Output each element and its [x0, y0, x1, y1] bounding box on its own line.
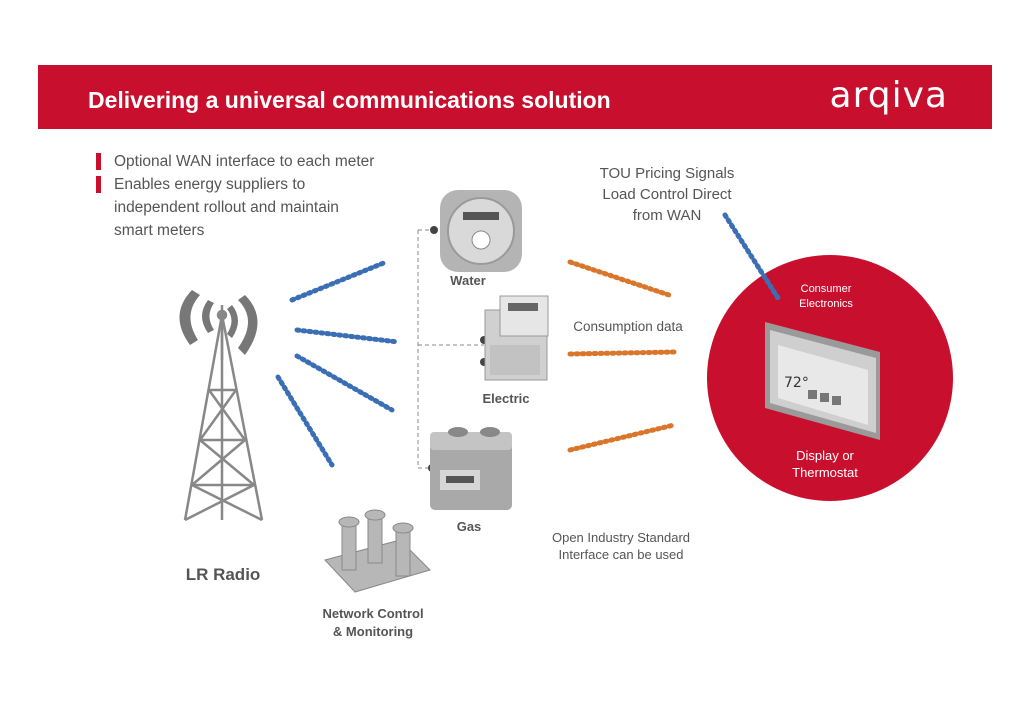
radio-wave-icon: [179, 290, 258, 355]
bullet-continuation: independent rollout and maintain: [114, 199, 339, 216]
thermostat-readout: 72°: [784, 375, 809, 391]
radio-tower-icon: [183, 305, 264, 522]
page-title: Delivering a universal communications so…: [88, 87, 611, 113]
bullet-item: Enables energy suppliers to: [96, 173, 374, 196]
thermostat-display-icon: 72°: [765, 322, 880, 440]
header-banner: Delivering a universal communications so…: [38, 65, 992, 129]
gas-meter-icon: [430, 427, 512, 510]
electric-meter-icon: [484, 295, 549, 381]
arqiva-logo: arqiva: [829, 75, 948, 116]
network-control-equipment-icon: [324, 509, 431, 593]
electric-label: Electric: [482, 391, 530, 406]
water-meter-icon: [440, 190, 522, 272]
bullet-marker: [96, 153, 101, 170]
consumer-electronics-label: Consumer Electronics: [799, 283, 853, 310]
gas-label: Gas: [456, 519, 482, 534]
open-standard-label: Open Industry Standard Interface can be …: [551, 530, 691, 562]
bullet-list: Optional WAN interface to each meter Ena…: [96, 150, 374, 242]
bullet-item: Optional WAN interface to each meter: [96, 150, 374, 173]
radio-signal-beams: [275, 212, 781, 468]
bullet-continuation: smart meters: [114, 222, 205, 239]
tou-label: TOU Pricing Signals Load Control Direct …: [599, 165, 735, 224]
network-control-label: Network Control & Monitoring: [322, 606, 424, 639]
meter-connector-lines: [417, 229, 484, 469]
lr-radio-label: LR Radio: [185, 565, 261, 584]
home-signal-beams: [567, 259, 677, 453]
display-thermostat-label: Display or Thermostat: [792, 448, 858, 480]
water-label: Water: [450, 273, 486, 288]
consumption-data-label: Consumption data: [573, 319, 683, 334]
bullet-marker: [96, 176, 101, 193]
